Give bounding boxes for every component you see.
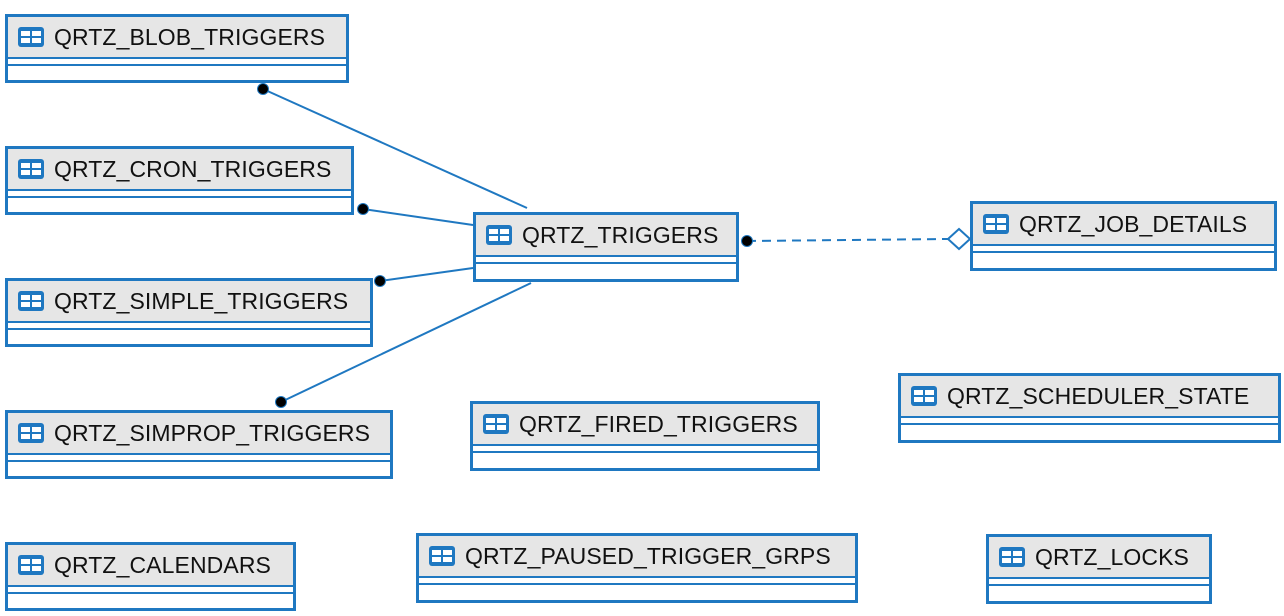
columns-section <box>473 446 817 453</box>
table-name: QRTZ_JOB_DETAILS <box>1019 210 1248 237</box>
keys-section <box>8 198 351 205</box>
table-header: QRTZ_BLOB_TRIGGERS <box>8 17 346 59</box>
relationship-endpoint-triggers <box>741 235 753 247</box>
table-qrtz-paused-trigger-grps[interactable]: QRTZ_PAUSED_TRIGGER_GRPS <box>416 533 858 603</box>
table-qrtz-scheduler-state[interactable]: QRTZ_SCHEDULER_STATE <box>898 373 1281 443</box>
table-header: QRTZ_TRIGGERS <box>476 215 736 257</box>
relationship-endpoint-cron-triggers <box>357 203 369 215</box>
columns-section <box>973 246 1274 253</box>
columns-section <box>8 191 351 198</box>
table-name: QRTZ_BLOB_TRIGGERS <box>54 23 326 50</box>
table-icon <box>429 546 455 566</box>
table-name: QRTZ_SIMPROP_TRIGGERS <box>54 419 371 446</box>
columns-section <box>8 587 293 594</box>
relationship-endpoint-simprop-triggers <box>275 396 287 408</box>
table-icon <box>18 27 44 47</box>
keys-section <box>419 585 855 592</box>
table-header: QRTZ_PAUSED_TRIGGER_GRPS <box>419 536 855 578</box>
keys-section <box>473 453 817 460</box>
relationship-endpoint-simple-triggers <box>374 275 386 287</box>
table-qrtz-simprop-triggers[interactable]: QRTZ_SIMPROP_TRIGGERS <box>5 410 393 479</box>
keys-section <box>973 253 1274 260</box>
relationship-line-job-details[interactable] <box>746 238 949 242</box>
table-icon <box>999 547 1025 567</box>
table-name: QRTZ_CALENDARS <box>54 551 271 578</box>
table-name: QRTZ_SIMPLE_TRIGGERS <box>54 287 349 314</box>
columns-section <box>8 455 390 462</box>
table-icon <box>483 414 509 434</box>
relationship-line-simple-triggers[interactable] <box>379 267 474 282</box>
relationship-line-blob-triggers[interactable] <box>262 88 528 209</box>
columns-section <box>989 579 1209 586</box>
table-header: QRTZ_SIMPLE_TRIGGERS <box>8 281 370 323</box>
table-header: QRTZ_CRON_TRIGGERS <box>8 149 351 191</box>
table-header: QRTZ_JOB_DETAILS <box>973 204 1274 246</box>
table-icon <box>486 225 512 245</box>
table-header: QRTZ_LOCKS <box>989 537 1209 579</box>
keys-section <box>8 594 293 601</box>
table-qrtz-blob-triggers[interactable]: QRTZ_BLOB_TRIGGERS <box>5 14 349 83</box>
keys-section <box>8 462 390 469</box>
keys-section <box>8 330 370 337</box>
columns-section <box>476 257 736 264</box>
table-qrtz-calendars[interactable]: QRTZ_CALENDARS <box>5 542 296 611</box>
keys-section <box>901 425 1278 432</box>
keys-section <box>8 66 346 73</box>
relationship-endpoint-blob-triggers <box>257 83 269 95</box>
table-qrtz-cron-triggers[interactable]: QRTZ_CRON_TRIGGERS <box>5 146 354 215</box>
columns-section <box>8 323 370 330</box>
table-name: QRTZ_SCHEDULER_STATE <box>947 382 1250 409</box>
relationship-diamond-job-details <box>946 227 972 251</box>
table-header: QRTZ_CALENDARS <box>8 545 293 587</box>
relationship-line-simprop-triggers[interactable] <box>280 282 532 403</box>
table-icon <box>18 423 44 443</box>
table-qrtz-triggers[interactable]: QRTZ_TRIGGERS <box>473 212 739 282</box>
table-name: QRTZ_FIRED_TRIGGERS <box>519 410 798 437</box>
table-icon <box>983 214 1009 234</box>
table-icon <box>911 386 937 406</box>
table-name: QRTZ_CRON_TRIGGERS <box>54 155 332 182</box>
keys-section <box>476 264 736 271</box>
table-name: QRTZ_LOCKS <box>1035 543 1189 570</box>
table-name: QRTZ_PAUSED_TRIGGER_GRPS <box>465 542 831 569</box>
table-header: QRTZ_SIMPROP_TRIGGERS <box>8 413 390 455</box>
keys-section <box>989 586 1209 593</box>
table-qrtz-locks[interactable]: QRTZ_LOCKS <box>986 534 1212 604</box>
relationship-line-cron-triggers[interactable] <box>362 208 474 226</box>
columns-section <box>8 59 346 66</box>
table-icon <box>18 159 44 179</box>
columns-section <box>901 418 1278 425</box>
table-icon <box>18 291 44 311</box>
table-qrtz-simple-triggers[interactable]: QRTZ_SIMPLE_TRIGGERS <box>5 278 373 347</box>
table-qrtz-fired-triggers[interactable]: QRTZ_FIRED_TRIGGERS <box>470 401 820 471</box>
columns-section <box>419 578 855 585</box>
table-header: QRTZ_SCHEDULER_STATE <box>901 376 1278 418</box>
table-name: QRTZ_TRIGGERS <box>522 221 719 248</box>
table-header: QRTZ_FIRED_TRIGGERS <box>473 404 817 446</box>
table-qrtz-job-details[interactable]: QRTZ_JOB_DETAILS <box>970 201 1277 271</box>
table-icon <box>18 555 44 575</box>
